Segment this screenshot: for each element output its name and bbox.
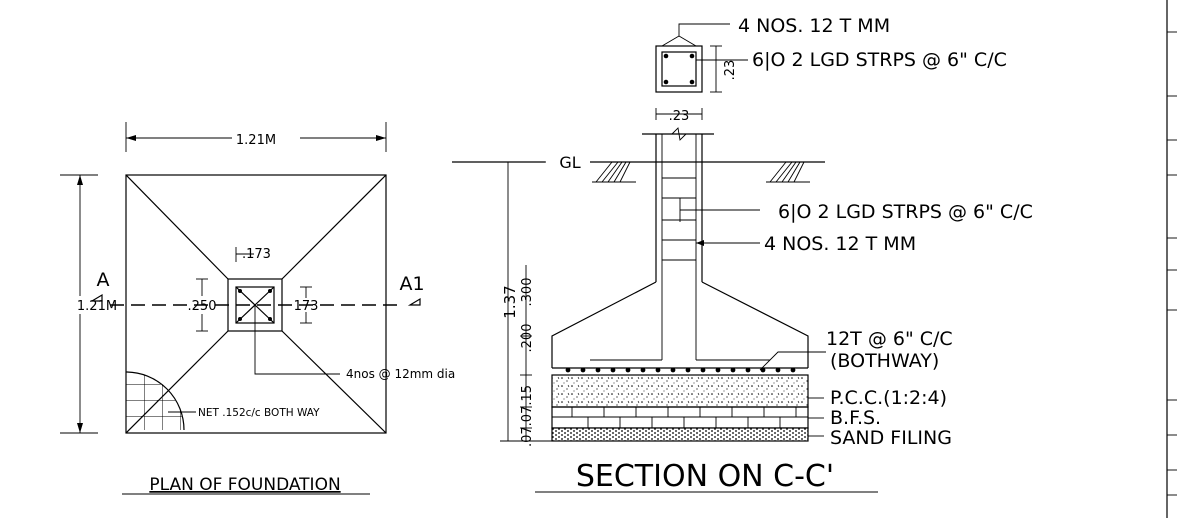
mid-stirrups: 6|O 2 LGD STRPS @ 6" C/C <box>778 201 1033 223</box>
column-bottom-dim: .23 <box>669 109 690 124</box>
column-left-dim: .250 <box>188 299 217 314</box>
mesh-note: NET .152c/c BOTH WAY <box>198 407 320 419</box>
pcc-layer <box>551 374 809 408</box>
column-top-stirrups: 6|O 2 LGD STRPS @ 6" C/C <box>752 49 1007 71</box>
pcc-label: P.C.C.(1:2:4) <box>830 387 947 409</box>
column-detail <box>655 45 703 93</box>
plan-width-label: 1.21M <box>236 133 276 148</box>
ground-level-label: GL <box>559 153 580 172</box>
plan-of-foundation: 1.21M 1.21M A A1 .173 .250 173 4nos @ 12… <box>60 122 455 495</box>
base-rebar-label: 12T @ 6" C/C <box>826 328 953 350</box>
layer-dim-small: .07.07.15 <box>520 385 535 447</box>
plan-height-label: 1.21M <box>77 299 117 314</box>
rebar-note: 4nos @ 12mm dia <box>346 367 455 381</box>
layer-dim-300: .300 <box>520 278 535 307</box>
section-c-c: GL 4 NOS. 12 T MM 6|O 2 LGD STRPS @ 6" C… <box>452 15 1033 494</box>
plan-title: PLAN OF FOUNDATION <box>149 475 340 495</box>
title-block-border <box>1166 0 1177 518</box>
column-side-dim: .23 <box>723 60 738 81</box>
sand-label: SAND FILING <box>830 427 952 449</box>
bfs-label: B.F.S. <box>830 407 881 429</box>
base-rebar-bothway: (BOTHWAY) <box>830 350 939 372</box>
bfs-layer <box>551 406 809 429</box>
footing-outline <box>125 174 387 434</box>
column-right-dim: 173 <box>294 299 319 314</box>
sand-layer <box>551 427 809 442</box>
column-top-dim: .173 <box>242 247 271 262</box>
total-height-dim: 1.37 <box>501 285 519 318</box>
section-marker-left: A <box>97 269 110 291</box>
mid-bars: 4 NOS. 12 T MM <box>764 233 916 255</box>
section-title: SECTION ON C-C' <box>576 459 834 494</box>
column-top-bars: 4 NOS. 12 T MM <box>738 15 890 37</box>
layer-dim-200: .200 <box>520 324 535 353</box>
section-marker-right: A1 <box>399 273 424 295</box>
